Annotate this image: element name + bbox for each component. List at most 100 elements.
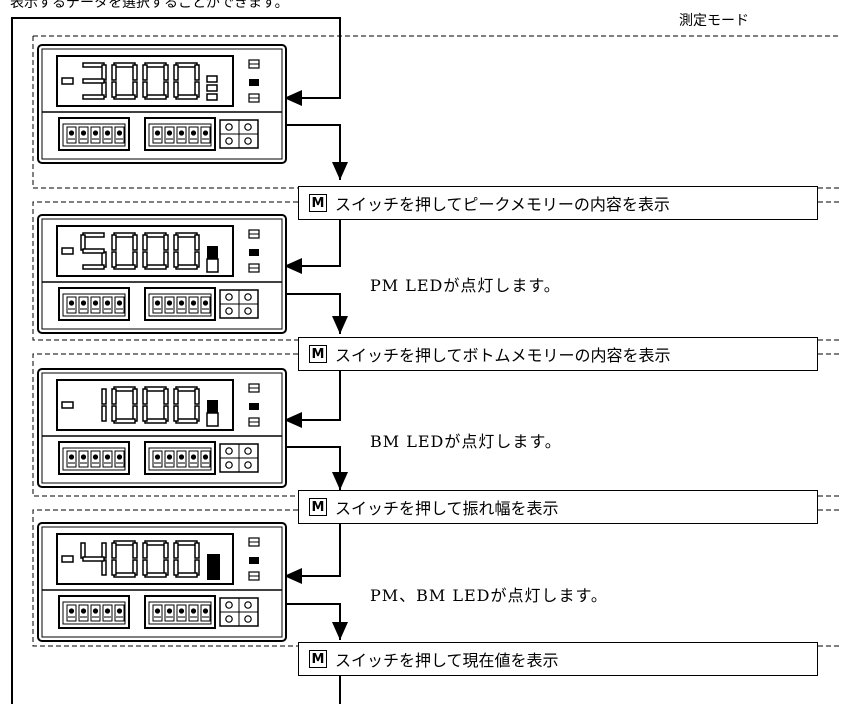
callout-bottom-memory: M スイッチを押してボトムメモリーの内容を表示 <box>298 337 818 371</box>
display-segment <box>132 388 138 405</box>
terminal-block-right <box>144 287 216 321</box>
display-segment <box>82 248 105 254</box>
display-segment <box>113 386 136 392</box>
display-segment <box>142 542 148 559</box>
display-segment <box>101 542 107 559</box>
display-segment <box>144 62 167 68</box>
terminal-screw-icon <box>166 608 173 614</box>
terminal-screw-icon <box>190 130 197 136</box>
terminal-screw-icon <box>80 608 87 614</box>
terminal-screw-icon <box>178 300 185 306</box>
display-segment <box>113 264 136 270</box>
terminal-screw-icon <box>92 300 99 306</box>
pm-bm-led-note: PM、BM LEDが点灯します。 <box>370 586 608 605</box>
display-segment <box>142 251 148 268</box>
terminal-block-right <box>144 595 216 629</box>
display-digits <box>101 386 200 424</box>
display-segment <box>175 418 198 424</box>
terminal-screw-icon <box>116 454 123 460</box>
terminal-screw-icon <box>80 454 87 460</box>
display-segment <box>111 81 117 98</box>
display-segment <box>132 64 138 81</box>
display-segment <box>173 64 179 81</box>
terminal-screw-icon <box>178 608 185 614</box>
display-segment <box>173 388 179 405</box>
key-button-icon <box>225 293 233 301</box>
display-segment <box>113 540 136 546</box>
terminal-screw-icon <box>92 608 99 614</box>
key-button-icon <box>244 293 252 301</box>
display-segment <box>111 542 117 559</box>
pm-led-note: PM LEDが点灯します。 <box>370 276 561 295</box>
display-segment <box>111 251 117 268</box>
display-segment <box>144 232 167 238</box>
terminal-block-left <box>58 595 130 629</box>
terminal-screw-icon <box>202 608 209 614</box>
display-segment <box>111 388 117 405</box>
display-segment <box>144 418 167 424</box>
display-segment <box>175 386 198 392</box>
terminal-screw-icon <box>104 454 111 460</box>
front-keys <box>219 289 259 319</box>
terminal-screw-icon <box>68 300 75 306</box>
front-keys <box>219 597 259 627</box>
terminal-block-left <box>58 441 130 475</box>
display-segment <box>82 94 105 100</box>
display-segment <box>82 264 105 270</box>
key-button-icon <box>244 123 252 131</box>
display-segment <box>111 64 117 81</box>
display-segment <box>194 388 200 405</box>
minus-sign-icon <box>61 247 74 255</box>
led-indicator <box>249 403 259 410</box>
display-segment <box>132 542 138 559</box>
display-segment <box>163 64 169 81</box>
display-segment <box>111 559 117 576</box>
minus-sign-icon <box>61 77 74 85</box>
terminal-screw-icon <box>154 130 161 136</box>
display-segment <box>113 94 136 100</box>
display-segment <box>173 251 179 268</box>
front-keys <box>219 443 259 473</box>
display-segment <box>80 542 86 559</box>
terminal-block-right <box>144 441 216 475</box>
display-segment <box>144 572 167 578</box>
display-segment <box>82 232 105 238</box>
terminal-screw-icon <box>190 608 197 614</box>
panel-meter <box>37 522 287 642</box>
display-segment <box>142 559 148 576</box>
terminal-screw-icon <box>80 130 87 136</box>
callout-peak-memory: M スイッチを押してピークメモリーの内容を表示 <box>298 186 818 220</box>
display-segment <box>163 388 169 405</box>
key-button-icon <box>244 615 252 623</box>
display-segment <box>142 81 148 98</box>
display-digits <box>82 62 200 100</box>
terminal-screw-icon <box>116 608 123 614</box>
terminal-screw-icon <box>166 300 173 306</box>
key-button-icon <box>244 601 252 609</box>
display-segment <box>113 232 136 238</box>
display-segment <box>132 234 138 251</box>
display-segment <box>163 234 169 251</box>
display-segment <box>82 556 105 562</box>
display-segment <box>82 78 105 84</box>
terminal-block-left <box>58 117 130 151</box>
terminal-screw-icon <box>68 130 75 136</box>
terminal-screw-icon <box>92 454 99 460</box>
m-switch-key-icon: M <box>309 498 327 516</box>
display-segment <box>80 234 86 251</box>
display-segment <box>194 234 200 251</box>
terminal-screw-icon <box>116 130 123 136</box>
panel-meter <box>37 368 287 488</box>
terminal-block-right <box>144 117 216 151</box>
display-segment <box>194 64 200 81</box>
callout-current-value: M スイッチを押して現在値を表示 <box>298 642 818 676</box>
terminal-screw-icon <box>166 130 173 136</box>
instruction-text: スイッチを押して振れ幅を表示 <box>335 499 559 518</box>
display-segment <box>175 264 198 270</box>
instruction-text: スイッチを押して現在値を表示 <box>335 651 559 670</box>
display-segment <box>142 405 148 422</box>
terminal-screw-icon <box>154 608 161 614</box>
terminal-screw-icon <box>80 300 87 306</box>
m-switch-key-icon: M <box>309 650 327 668</box>
